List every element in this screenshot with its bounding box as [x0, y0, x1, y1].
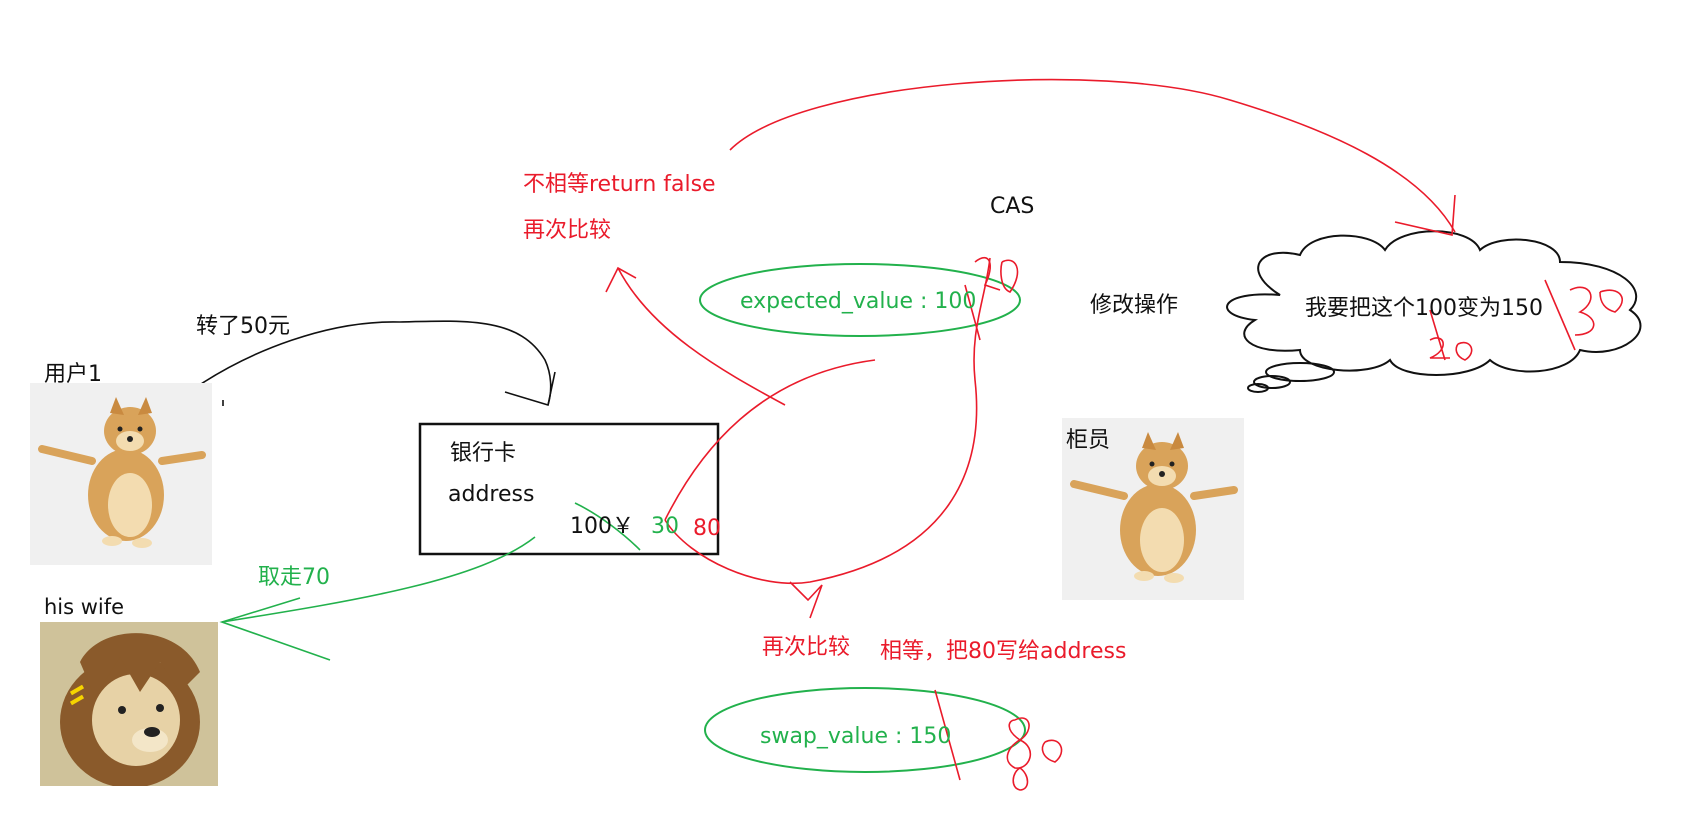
- compare-again-top-label: 再次比较: [523, 218, 612, 243]
- thought-cloud: [1226, 230, 1642, 393]
- doge-wife-image: [40, 622, 218, 786]
- transfer-arrow: [191, 320, 556, 407]
- swap-value-ellipse: [704, 687, 1026, 773]
- doge-user1-image: [30, 383, 212, 565]
- compare-arrows: [605, 78, 1623, 791]
- thought-text: 我要把这个100变为150: [1305, 296, 1543, 321]
- cas-label: CAS: [990, 194, 1035, 219]
- wife-label: his wife: [44, 595, 125, 619]
- equal-write-label: 相等，把80写给address: [880, 639, 1127, 664]
- modify-label: 修改操作: [1090, 293, 1179, 318]
- teller-label: 柜员: [1066, 428, 1111, 453]
- card-title: 银行卡: [450, 441, 517, 466]
- card-address: address: [448, 482, 535, 507]
- user1-label: 用户1: [44, 362, 102, 387]
- expected-value-label: expected_value : 100: [740, 289, 977, 314]
- card-new-value-2: 80: [693, 516, 721, 541]
- not-equal-label: 不相等return false: [523, 172, 716, 197]
- transfer-label: 转了50元: [196, 314, 290, 339]
- card-balance: 100￥: [570, 514, 634, 539]
- expected-value-ellipse: [699, 263, 1021, 337]
- bank-card-box: [418, 422, 720, 556]
- compare-again-bottom-label: 再次比较: [762, 635, 851, 660]
- card-new-value-1: 30: [651, 514, 679, 539]
- swap-value-label: swap_value : 150: [760, 724, 952, 749]
- withdraw-arrow: [219, 502, 641, 661]
- doge-teller-image: [1062, 418, 1244, 600]
- withdraw-label: 取走70: [258, 565, 330, 590]
